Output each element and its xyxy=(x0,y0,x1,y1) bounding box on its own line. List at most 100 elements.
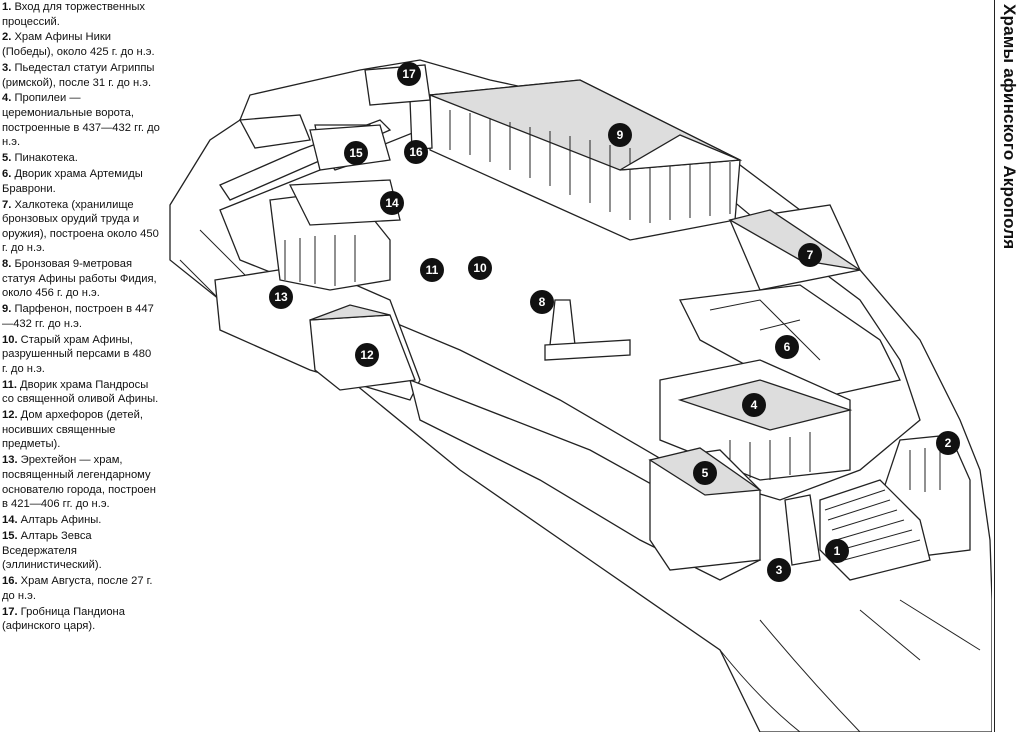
marker-label: 6 xyxy=(784,340,791,354)
legend-number: 11. xyxy=(2,378,17,391)
legend-text: Пропилеи — церемониальные ворота, постро… xyxy=(2,92,160,149)
marker-circle xyxy=(936,431,960,455)
marker-circle xyxy=(397,62,421,86)
legend-item-13: 13. Эрехтейон — храм, посвященный легенд… xyxy=(2,453,160,511)
legend-text: Дворик храма Пандросы со священной оливо… xyxy=(2,378,159,406)
legend-number: 2. xyxy=(2,31,12,44)
house-top-left-1 xyxy=(238,114,311,149)
altar-athena xyxy=(288,179,401,226)
marker-3: 3 xyxy=(767,558,791,582)
legend-number: 17. xyxy=(2,605,18,618)
marker-circle xyxy=(269,285,293,309)
marker-label: 13 xyxy=(274,290,288,304)
marker-circle xyxy=(608,123,632,147)
marker-label: 7 xyxy=(807,248,814,262)
marker-label: 2 xyxy=(945,436,952,450)
marker-label: 16 xyxy=(409,145,423,159)
marker-circle xyxy=(344,141,368,165)
marker-12: 12 xyxy=(355,343,379,367)
legend-item-10: 10. Старый храм Афины, разрушенный перса… xyxy=(2,333,160,377)
marker-5: 5 xyxy=(693,461,717,485)
marker-14: 14 xyxy=(380,191,404,215)
legend-number: 1. xyxy=(2,1,12,13)
marker-label: 5 xyxy=(702,466,709,480)
legend-item-2: 2. Храм Афины Ники (Победы), около 425 г… xyxy=(2,30,160,59)
legend-item-17: 17. Гробница Пандиона (афинского царя). xyxy=(2,605,160,634)
legend-text: Храм Афины Ники (Победы), около 425 г. д… xyxy=(2,31,155,59)
marker-11: 11 xyxy=(420,258,444,282)
legend-number: 15. xyxy=(2,529,18,542)
parthenon xyxy=(429,79,743,241)
legend-number: 14. xyxy=(2,514,18,527)
legend-item-1: 1. Вход для торжественных процессий. xyxy=(2,0,160,29)
legend-number: 9. xyxy=(2,303,12,316)
marker-8: 8 xyxy=(530,290,554,314)
marker-label: 17 xyxy=(402,67,416,81)
marker-label: 9 xyxy=(617,128,624,142)
marker-circle xyxy=(775,335,799,359)
legend-item-12: 12. Дом архефоров (детей, носивших свяще… xyxy=(2,408,160,452)
marker-circle xyxy=(380,191,404,215)
legend-number: 3. xyxy=(2,61,12,74)
legend-text: Алтарь Зевса Вседержателя (эллинистическ… xyxy=(2,529,102,572)
marker-circle xyxy=(530,290,554,314)
marker-17: 17 xyxy=(397,62,421,86)
legend-text: Старый храм Афины, разрушенный персами в… xyxy=(2,333,152,375)
marker-4: 4 xyxy=(742,393,766,417)
legend-text: Бронзовая 9-метровая статуя Афины работы… xyxy=(2,258,157,300)
marker-circle xyxy=(825,539,849,563)
legend-text: Эрехтейон — храм, посвященный легендарно… xyxy=(2,454,156,511)
marker-circle xyxy=(468,256,492,280)
diagram-title-band: Храмы афинского Акрополя xyxy=(994,0,1024,732)
marker-label: 14 xyxy=(385,196,399,210)
marker-circle xyxy=(798,243,822,267)
legend-item-5: 5. Пинакотека. xyxy=(2,151,160,166)
legend-item-9: 9. Парфенон, построен в 447—432 гг. до н… xyxy=(2,302,160,331)
legend-item-15: 15. Алтарь Зевса Вседержателя (эллинисти… xyxy=(2,529,160,573)
marker-label: 1 xyxy=(834,544,841,558)
legend-item-11: 11. Дворик храма Пандросы со священной о… xyxy=(2,378,160,407)
marker-label: 4 xyxy=(751,398,758,412)
legend-text: Вход для торжественных процессий. xyxy=(2,1,145,28)
marker-2: 2 xyxy=(936,431,960,455)
marker-16: 16 xyxy=(404,140,428,164)
marker-circle xyxy=(355,343,379,367)
marker-10: 10 xyxy=(468,256,492,280)
legend-number: 7. xyxy=(2,198,12,211)
marker-circle xyxy=(404,140,428,164)
legend-text: Дворик храма Артемиды Браврони. xyxy=(2,168,143,195)
marker-13: 13 xyxy=(269,285,293,309)
legend-number: 4. xyxy=(2,92,12,105)
athena-statue xyxy=(549,299,576,346)
marker-circle xyxy=(742,393,766,417)
legend-text: Храм Августа, после 27 г. до н.э. xyxy=(2,575,153,602)
legend-number: 13. xyxy=(2,454,18,467)
legend-text: Пинакотека. xyxy=(11,152,78,165)
legend-item-16: 16. Храм Августа, после 27 г. до н.э. xyxy=(2,574,160,603)
marker-circle xyxy=(420,258,444,282)
marker-9: 9 xyxy=(608,123,632,147)
legend-item-8: 8. Бронзовая 9-метровая статуя Афины раб… xyxy=(2,257,160,301)
legend-item-14: 14. Алтарь Афины. xyxy=(2,513,160,528)
marker-circle xyxy=(767,558,791,582)
legend-list: 1. Вход для торжественных процессий. 2. … xyxy=(2,0,160,732)
legend-number: 8. xyxy=(2,258,12,271)
marker-label: 15 xyxy=(349,146,363,160)
legend-item-7: 7. Халкотека (хранилище бронзовых орудий… xyxy=(2,198,160,256)
marker-6: 6 xyxy=(775,335,799,359)
legend-text: Алтарь Афины. xyxy=(17,514,102,527)
legend-text: Дом архефоров (детей, носивших священные… xyxy=(2,409,144,451)
marker-label: 10 xyxy=(473,261,487,275)
legend-text: Гробница Пандиона (афинского царя). xyxy=(2,605,125,633)
legend-text: Халкотека (хранилище бронзовых орудий тр… xyxy=(2,198,159,255)
marker-1: 1 xyxy=(825,539,849,563)
legend-item-3: 3. Пьедестал статуи Агриппы (римской), п… xyxy=(2,61,160,90)
legend-item-4: 4. Пропилеи — церемониальные ворота, пос… xyxy=(2,91,160,149)
marker-label: 3 xyxy=(776,563,783,577)
legend-number: 12. xyxy=(2,409,18,422)
rock-texture xyxy=(179,229,981,733)
marker-15: 15 xyxy=(344,141,368,165)
legend-number: 6. xyxy=(2,168,12,181)
